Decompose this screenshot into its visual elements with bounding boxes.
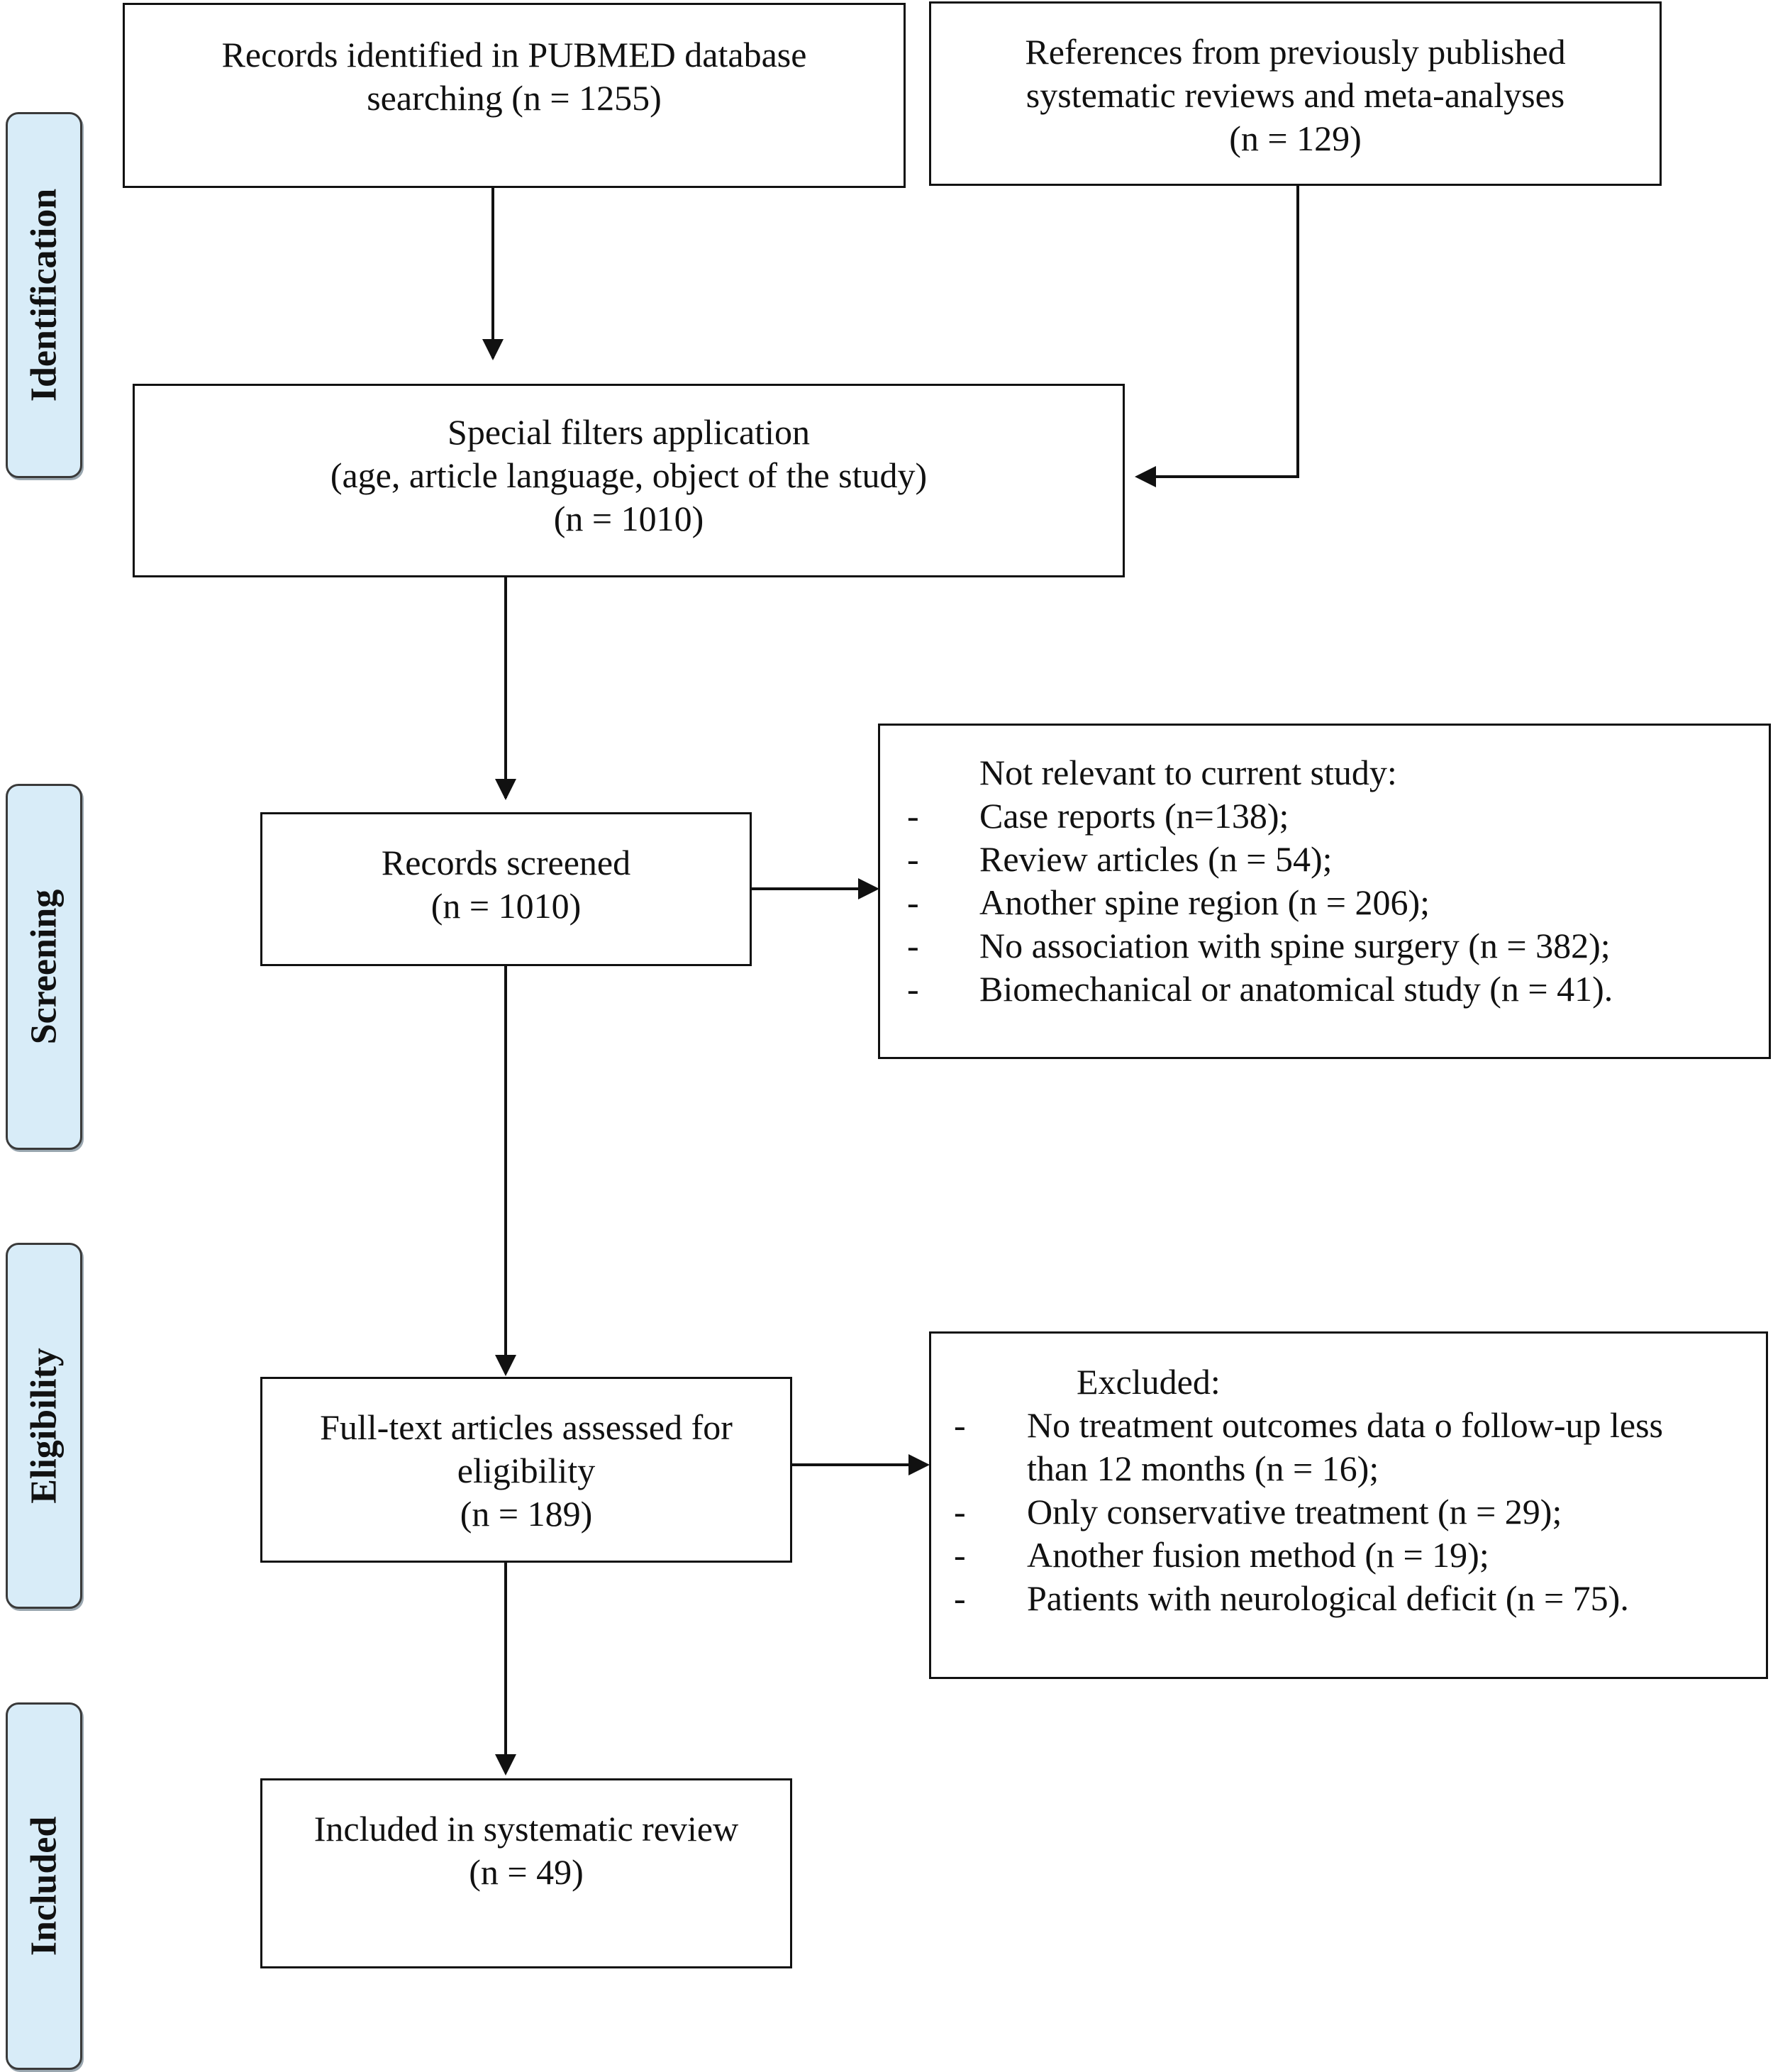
arrowhead-filters-right [1135, 466, 1156, 487]
arrowhead-excluded [908, 1454, 930, 1475]
references-line-1: References from previously published [1025, 32, 1566, 72]
fulltext-box: Full-text articles assessed for eligibil… [260, 1377, 792, 1563]
pubmed-line-2: searching (n = 1255) [367, 78, 662, 118]
list-item: - Patients with neurological deficit (n =… [931, 1577, 1764, 1620]
pubmed-line-1: Records identified in PUBMED database [221, 35, 807, 74]
bullet-dash: - [954, 1405, 966, 1445]
arrowhead-notrelevant [858, 878, 879, 899]
bullet-dash: - [954, 1535, 966, 1575]
stage-screening: Screening [6, 784, 82, 1150]
filters-box: Special filters application (age, articl… [133, 384, 1125, 577]
bullet-dash: - [907, 796, 919, 836]
stage-eligibility: Eligibility [6, 1243, 82, 1609]
list-item: - Case reports (n=138); [880, 794, 1767, 838]
bullet-dash: - [954, 1578, 966, 1618]
fulltext-line-3: (n = 189) [460, 1494, 593, 1534]
bullet-dash: - [907, 839, 919, 879]
list-item: - Only conservative treatment (n = 29); [931, 1490, 1764, 1534]
included-line-1: Included in systematic review [313, 1809, 739, 1849]
excluded-item: No treatment outcomes data o follow-up l… [1027, 1405, 1663, 1445]
included-box: Included in systematic review (n = 49) [260, 1778, 792, 1968]
arrowhead-included-top [495, 1754, 516, 1775]
excluded-item: than 12 months (n = 16); [1027, 1448, 1379, 1488]
references-line-3: (n = 129) [1229, 118, 1362, 158]
filters-line-2: (age, article language, object of the st… [330, 455, 928, 495]
fulltext-line-2: eligibility [457, 1451, 596, 1490]
bullet-dash: - [907, 882, 919, 922]
references-box: References from previously published sys… [929, 1, 1662, 186]
list-item: - No association with spine surgery (n = … [880, 924, 1767, 968]
arrow-references-to-filters [1145, 186, 1299, 478]
stage-identification: Identification [6, 112, 82, 478]
list-item: - Another spine region (n = 206); [880, 881, 1767, 924]
excluded-item: Only conservative treatment (n = 29); [1027, 1492, 1562, 1531]
bullet-dash: - [907, 926, 919, 965]
list-item: - No treatment outcomes data o follow-up … [931, 1404, 1764, 1447]
not-relevant-box: Not relevant to current study: - Case rep… [878, 724, 1771, 1059]
filters-line-1: Special filters application [448, 412, 810, 452]
screened-line-1: Records screened [381, 843, 631, 882]
list-item: - Biomechanical or anatomical study (n = … [880, 968, 1767, 1011]
excluded-heading: Excluded: [1077, 1362, 1221, 1402]
not-relevant-item: Case reports (n=138); [979, 796, 1289, 836]
excluded-item: Another fusion method (n = 19); [1027, 1535, 1489, 1575]
arrowhead-fulltext-top [495, 1355, 516, 1376]
records-screened-box: Records screened (n = 1010) [260, 812, 752, 966]
excluded-item: Patients with neurological deficit (n = … [1027, 1578, 1629, 1618]
included-line-2: (n = 49) [469, 1852, 584, 1892]
not-relevant-item: Biomechanical or anatomical study (n = 4… [979, 969, 1613, 1009]
filters-line-3: (n = 1010) [553, 499, 704, 538]
list-item: than 12 months (n = 16); [931, 1447, 1764, 1490]
not-relevant-item: No association with spine surgery (n = 3… [979, 926, 1611, 965]
stage-included: Included [6, 1702, 82, 2070]
arrowhead-filters-top [482, 339, 504, 360]
list-item: - Review articles (n = 54); [880, 838, 1767, 881]
bullet-dash: - [907, 969, 919, 1009]
fulltext-line-1: Full-text articles assessed for [320, 1407, 733, 1447]
pubmed-records-box: Records identified in PUBMED database se… [123, 3, 906, 188]
list-item: - Another fusion method (n = 19); [931, 1534, 1764, 1577]
not-relevant-heading: Not relevant to current study: [979, 753, 1397, 792]
excluded-box: Excluded: - No treatment outcomes data o … [929, 1331, 1768, 1679]
references-line-2: systematic reviews and meta-analyses [1026, 75, 1565, 115]
bullet-dash: - [954, 1492, 966, 1531]
arrowhead-screened-top [495, 779, 516, 800]
screened-line-2: (n = 1010) [430, 886, 582, 926]
not-relevant-item: Another spine region (n = 206); [979, 882, 1430, 922]
not-relevant-item: Review articles (n = 54); [979, 839, 1333, 879]
